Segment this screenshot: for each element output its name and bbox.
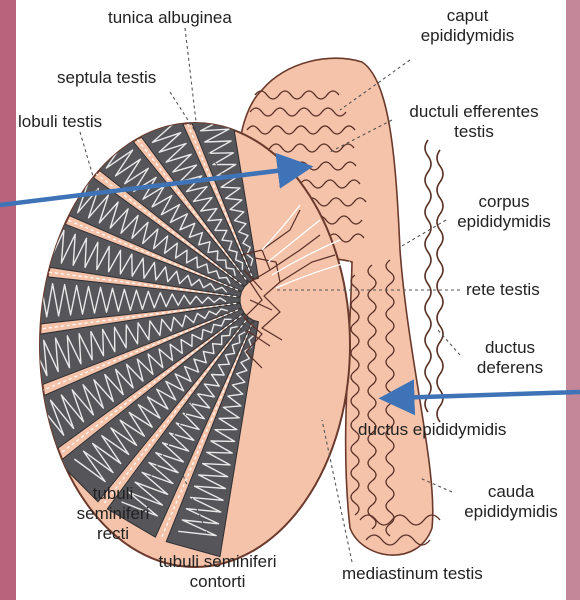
label-lobuli-testis: lobuli testis (18, 112, 102, 132)
label-tubuli-seminiferi-recti: tubuli seminiferi recti (58, 484, 168, 544)
label-corpus-line-2: epididymidis (448, 212, 560, 232)
label-cauda-line-1: cauda (455, 482, 567, 502)
label-ductus-deferens: ductus deferens (465, 338, 555, 378)
label-septula-testis: septula testis (57, 68, 156, 88)
label-cauda-epididymidis: cauda epididymidis (455, 482, 567, 522)
label-contorti-line-2: contorti (145, 572, 290, 592)
label-mediastinum-testis: mediastinum testis (342, 564, 483, 584)
left-stain-strip (0, 0, 16, 600)
label-rete-testis: rete testis (466, 280, 540, 300)
label-recti-line-3: recti (58, 524, 168, 544)
pointer-arrow-ductus-epididymidis (392, 392, 580, 398)
label-deferens-line-1: ductus (465, 338, 555, 358)
label-cauda-line-2: epididymidis (455, 502, 567, 522)
label-caput-line-1: caput (405, 6, 530, 26)
label-tubuli-seminiferi-contorti: tubuli seminiferi contorti (145, 552, 290, 592)
right-stain-strip (566, 0, 580, 600)
label-deferens-line-2: deferens (465, 358, 555, 378)
label-ductuli-efferentes-testis: ductuli efferentes testis (388, 102, 560, 142)
label-caput-epididymidis: caput epididymidis (405, 6, 530, 46)
label-recti-line-1: tubuli (58, 484, 168, 504)
label-corpus-line-1: corpus (448, 192, 560, 212)
leader-tunica-albuginea (185, 28, 197, 130)
label-ductuli-line-1: ductuli efferentes (388, 102, 560, 122)
label-caput-line-2: epididymidis (405, 26, 530, 46)
label-recti-line-2: seminiferi (58, 504, 168, 524)
label-tunica-albuginea: tunica albuginea (108, 8, 232, 28)
ductus-deferens-tube-2 (437, 150, 443, 422)
leader-corpus-epididymidis (402, 220, 446, 246)
ductus-deferens-tube (425, 140, 431, 412)
label-ductus-epididymidis: ductus epididymidis (358, 420, 506, 440)
leader-ductus-deferens (438, 330, 460, 355)
label-ductuli-line-2: testis (388, 122, 560, 142)
label-corpus-epididymidis: corpus epididymidis (448, 192, 560, 232)
label-contorti-line-1: tubuli seminiferi (145, 552, 290, 572)
